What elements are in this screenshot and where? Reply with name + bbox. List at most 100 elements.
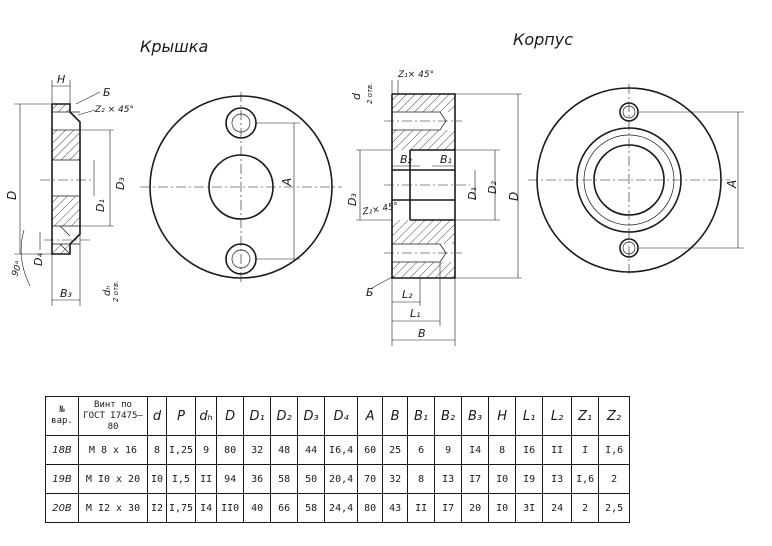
table-cell: 20B	[45, 493, 79, 523]
table-cell: 18B	[45, 435, 79, 465]
col-header: D₃	[297, 396, 326, 436]
table-cell: 2	[571, 493, 600, 523]
col-header: D	[216, 396, 245, 436]
table-cell: I	[571, 435, 600, 465]
col-header: B₂	[434, 396, 463, 436]
table-row: 19B M I0 x 20 I0 I,5 II 94 36 58 50 20,4…	[45, 464, 631, 494]
label-dh-cover: dₕ	[102, 286, 113, 296]
label-D-body: D	[507, 192, 521, 201]
label-D1-body: D₁	[466, 187, 479, 200]
table-cell: 80	[216, 435, 245, 465]
parameters-table: № вар. Винт по ГОСТ I7475–80 d P dₕ D D₁…	[45, 396, 631, 523]
table-cell: I4	[461, 435, 490, 465]
table-cell: 80	[357, 493, 384, 523]
col-header: Z₂	[598, 396, 631, 436]
table-cell: 8	[147, 435, 167, 465]
label-L1: L₁	[410, 307, 421, 320]
table-header-row: № вар. Винт по ГОСТ I7475–80 d P dₕ D D₁…	[45, 396, 631, 436]
label-B-body: B	[418, 327, 426, 340]
table-row: 18B M 8 x 16 8 I,25 9 80 32 48 44 I6,4 6…	[45, 435, 631, 465]
col-header: D₁	[243, 396, 272, 436]
table-cell: II	[195, 464, 218, 494]
label-two-holes-cover: 2 отв.	[112, 281, 120, 302]
col-header: dₕ	[195, 396, 218, 436]
table-cell: 36	[243, 464, 272, 494]
table-cell: 6	[407, 435, 436, 465]
label-D3-body: D₃	[346, 193, 359, 206]
label-D1-cover: D₁	[94, 199, 107, 212]
label-z2-45: Z₂ × 45°	[94, 105, 134, 115]
label-B3: B₃	[60, 287, 73, 300]
table-cell: I6	[515, 435, 544, 465]
table-cell: I,6	[598, 435, 631, 465]
table-cell: I3	[542, 464, 573, 494]
table-cell: 24,4	[324, 493, 359, 523]
col-header: Z₁	[571, 396, 600, 436]
table-cell: 44	[297, 435, 326, 465]
label-z2-45-body: Z₂× 45°	[361, 201, 399, 217]
table-cell: 32	[243, 435, 272, 465]
col-header: D₂	[270, 396, 299, 436]
label-z1-45: Z₁× 45°	[397, 70, 434, 80]
table-cell: 94	[216, 464, 245, 494]
label-angle: 90°	[10, 260, 25, 278]
label-two-holes-body: 2 отв.	[366, 83, 374, 104]
title-body: Корпус	[513, 30, 573, 49]
table-cell: 32	[382, 464, 409, 494]
table-cell: 24	[542, 493, 573, 523]
col-header: B₃	[461, 396, 490, 436]
table-cell: I9	[515, 464, 544, 494]
title-cover: Крышка	[140, 37, 208, 56]
table-cell: I,75	[165, 493, 197, 523]
table-cell: 25	[382, 435, 409, 465]
label-L2: L₂	[402, 288, 413, 301]
table-cell: 40	[243, 493, 272, 523]
table-cell: 9	[195, 435, 218, 465]
table-cell: M I0 x 20	[78, 464, 148, 494]
table-cell: 58	[297, 493, 326, 523]
table-cell: 3I	[515, 493, 544, 523]
table-cell: 43	[382, 493, 409, 523]
label-A-cover: A	[280, 178, 294, 187]
table-cell: M 8 x 16	[78, 435, 148, 465]
col-header: B	[382, 396, 409, 436]
table-cell: 2,5	[598, 493, 631, 523]
table-cell: 9	[434, 435, 463, 465]
table-cell: 48	[270, 435, 299, 465]
table-cell: 19B	[45, 464, 79, 494]
table-cell: I,25	[165, 435, 197, 465]
cover-section-view: H Б Z₂ × 45° D D₃ D₁ D₄ 90° B₃ dₕ 2 отв.	[5, 73, 134, 306]
table-row: 20B M I2 x 30 I2 I,75 I4 II0 40 66 58 24…	[45, 493, 631, 523]
label-D2: D₂	[486, 181, 499, 194]
table-cell: II	[407, 493, 436, 523]
table-cell: I7	[434, 493, 463, 523]
table-cell: I0	[488, 493, 517, 523]
col-header: L₁	[515, 396, 544, 436]
table-cell: 20,4	[324, 464, 359, 494]
table-cell: M I2 x 30	[78, 493, 148, 523]
label-D-cover: D	[5, 191, 19, 200]
col-header: A	[357, 396, 384, 436]
table-cell: 2	[598, 464, 631, 494]
cover-front-view: A	[140, 92, 342, 284]
table-cell: 50	[297, 464, 326, 494]
label-B-sym: Б	[103, 86, 111, 99]
table-cell: I,6	[571, 464, 600, 494]
col-header-variant: № вар.	[45, 396, 79, 436]
table-cell: I,5	[165, 464, 197, 494]
table-cell: 66	[270, 493, 299, 523]
label-d: d	[350, 92, 363, 100]
col-header: P	[165, 396, 197, 436]
body-section-view: d 2 отв. Z₁× 45° B₂ B₁ D₃ Z₂× 45° D₁ D₂ …	[346, 70, 522, 346]
table-cell: 70	[357, 464, 384, 494]
table-cell: 8	[488, 435, 517, 465]
col-header: B₁	[407, 396, 436, 436]
label-B2: B₂	[400, 153, 413, 166]
label-B1: B₁	[440, 153, 452, 166]
body-front-view: A	[528, 84, 744, 276]
label-H: H	[57, 73, 65, 86]
table-cell: II	[542, 435, 573, 465]
table-cell: 20	[461, 493, 490, 523]
table-cell: 60	[357, 435, 384, 465]
